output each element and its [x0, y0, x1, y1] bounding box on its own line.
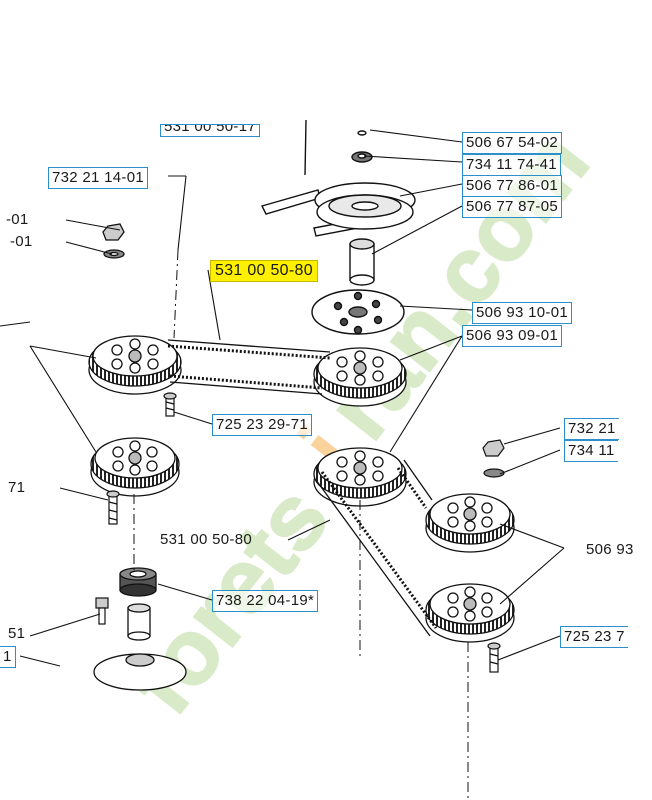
label-left-01b: -01: [10, 233, 33, 250]
label-506-77-86-01: 506 77 86-01: [462, 175, 563, 197]
label-506-77-87-05: 506 77 87-05: [462, 196, 563, 218]
bolt-center: [163, 392, 177, 417]
label-belt-lower: 531 00 50-80: [160, 531, 253, 548]
bolt-left: [106, 490, 120, 525]
lower-toothed-belt: [315, 459, 438, 637]
spacer-bushing: [127, 603, 151, 641]
upper-toothed-belt: [167, 339, 331, 395]
bolt-right: [487, 642, 501, 673]
label-734-11-74-41: 734 11 74-41: [462, 154, 561, 176]
center-lines: [133, 249, 469, 800]
sprocket-upper-right: [313, 347, 407, 407]
label-506-93-09-01: 506 93 09-01: [462, 325, 563, 347]
label-725-23-7: 725 23 7: [560, 626, 628, 648]
label-left-71: 71: [8, 479, 26, 496]
sprocket-mid-left: [90, 437, 180, 497]
label-506-93: 506 93: [586, 541, 634, 558]
small-bolt: [95, 597, 109, 625]
top-pulley-assembly: [260, 119, 416, 335]
label-highlighted-belt: 531 00 50-80: [210, 260, 318, 282]
label-left-51: 51: [8, 625, 26, 642]
label-732-21: 732 21: [564, 418, 619, 440]
nut-right: [482, 439, 505, 478]
bearing: [119, 567, 157, 597]
label-506-93-10-01: 506 93 10-01: [472, 302, 573, 324]
sprocket-lower-right-b: [425, 583, 515, 643]
label-top-partial: 531 00 50-17: [160, 124, 261, 137]
label-734-11: 734 11: [564, 440, 618, 462]
label-738-22-04-19: 738 22 04-19*: [212, 590, 319, 612]
label-732-21-14-01: 732 21 14-01: [48, 167, 149, 189]
label-506-67-54-02: 506 67 54-02: [462, 132, 563, 154]
label-left-1: 1: [0, 646, 16, 668]
sprocket-mid-right: [313, 447, 407, 507]
label-left-01a: -01: [6, 211, 29, 228]
label-top-partial-text: 531 00 50-17: [164, 124, 257, 135]
sprocket-lower-right-a: [425, 493, 515, 553]
label-725-23-29-71: 725 23 29-71: [212, 414, 313, 436]
lower-hub: [93, 653, 187, 691]
sprocket-upper-left: [88, 335, 182, 395]
